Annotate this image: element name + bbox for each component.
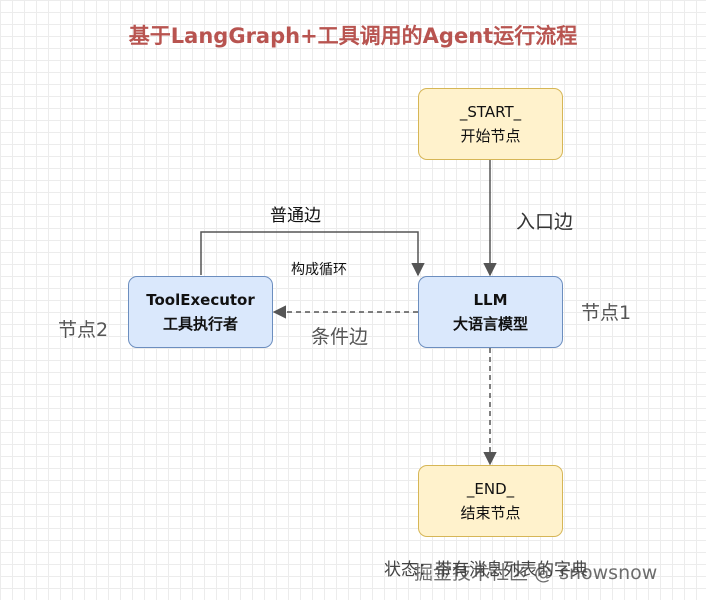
tool-node-tag: 节点2 <box>58 319 109 341</box>
start-node-desc: 开始节点 <box>460 127 521 145</box>
conditional-edge-label: 条件边 <box>311 326 369 348</box>
cycle-label: 构成循环 <box>291 262 347 278</box>
end-node-name: _END_ <box>466 480 515 498</box>
diagram-title: 基于LangGraph+工具调用的Agent运行流程 <box>128 24 578 48</box>
llm-node-name: LLM <box>473 291 508 309</box>
end-node: _END_ 结束节点 <box>418 465 563 537</box>
start-node: _START_ 开始节点 <box>418 88 563 160</box>
watermark: 掘金技术社区 @ snowsnow <box>414 562 658 584</box>
edge-normal <box>200 231 425 277</box>
llm-node: LLM 大语言模型 <box>418 276 563 348</box>
tool-node-name: ToolExecutor <box>146 291 255 309</box>
normal-edge-label: 普通边 <box>270 206 321 226</box>
state-caption: 状态：带有消息列表的字典 <box>384 560 588 580</box>
start-node-name: _START_ <box>459 103 522 121</box>
tool-node: ToolExecutor 工具执行者 <box>128 276 273 348</box>
llm-node-desc: 大语言模型 <box>452 315 528 333</box>
entry-edge-label: 入口边 <box>516 211 574 233</box>
tool-node-desc: 工具执行者 <box>162 315 238 333</box>
llm-node-tag: 节点1 <box>581 302 632 324</box>
end-node-desc: 结束节点 <box>460 504 521 522</box>
